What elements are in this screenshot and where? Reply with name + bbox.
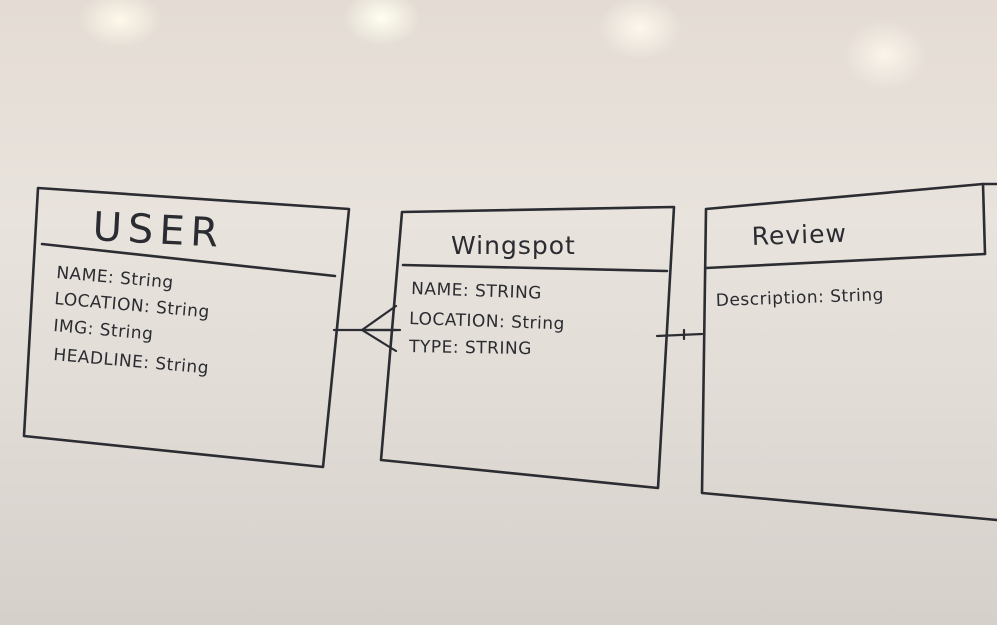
relation-wingspot-review [655,328,704,341]
entity-wingspot-attribute: TYPE: STRING [408,337,532,359]
entity-review-title: Review [751,219,847,251]
entity-user-attribute: NAME: String [56,263,175,293]
relation-line [655,332,704,338]
entity-user-title: USER [91,204,225,257]
entity-user-attribute: IMG: String [53,316,155,345]
entity-review-divider [704,252,987,270]
entity-review-right-edge [981,182,987,256]
entity-user: USER NAME: String LOCATION: String IMG: … [22,186,351,469]
entity-user-attribute: HEADLINE: String [53,345,210,379]
entity-wingspot-attribute: NAME: STRING [411,279,542,304]
entity-review: Review Description: String [700,182,997,522]
entity-review-border [700,182,997,522]
entity-review-attribute: Description: String [715,285,884,311]
entity-wingspot: Wingspot NAME: STRING LOCATION: String T… [379,205,676,490]
entity-user-border [22,186,351,469]
entity-wingspot-divider [401,263,669,273]
entity-wingspot-attribute: LOCATION: String [409,309,565,334]
entity-wingspot-title: Wingspot [451,231,576,260]
entity-wingspot-border [379,205,676,490]
entity-user-divider [40,242,337,278]
